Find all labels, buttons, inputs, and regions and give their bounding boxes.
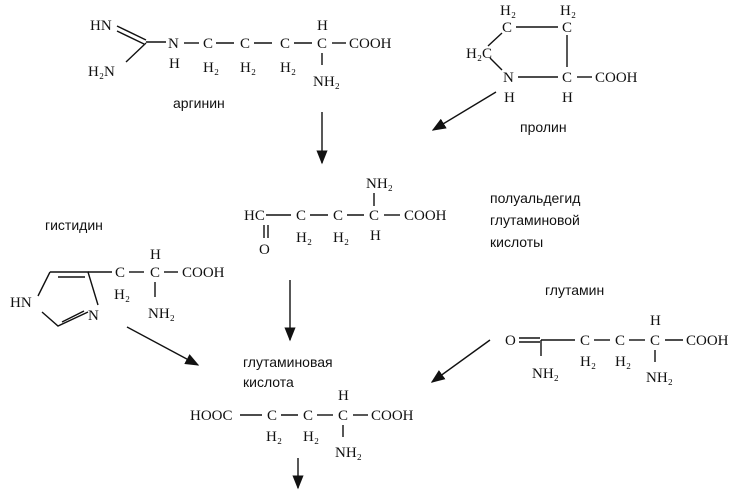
atom: H₂	[500, 3, 516, 19]
atom: N	[88, 308, 99, 324]
atom: C	[280, 36, 290, 52]
glutamine-structure: глутамин O NH₂ C H₂ C H₂ C H NH₂ COOH	[505, 282, 729, 386]
arginine-structure: HN H₂N N H C H₂ C H₂ C H₂ C H NH₂ COOH а…	[88, 18, 392, 111]
atom: H₂	[615, 354, 631, 370]
atom: N	[503, 70, 514, 86]
label-histidine: гистидин	[45, 217, 103, 233]
atom: COOH	[182, 265, 225, 281]
label-semialdehyde: кислоты	[490, 234, 543, 250]
atom: C	[333, 208, 343, 224]
atom: C	[650, 333, 660, 349]
atom: C	[615, 333, 625, 349]
atom: H	[370, 228, 381, 244]
label-glutamine: глутамин	[545, 282, 604, 298]
atom: H₂	[333, 230, 349, 246]
atom: COOH	[349, 36, 392, 52]
atom: HN	[10, 295, 32, 311]
atom: NH₂	[532, 366, 559, 382]
atom: NH₂	[366, 176, 393, 192]
atom: C	[303, 408, 313, 424]
atom: O	[505, 333, 516, 349]
label-glutamic-acid: глутаминовая	[243, 354, 333, 370]
atom: C	[562, 20, 572, 36]
atom: C	[150, 265, 160, 281]
atom: H₂	[560, 3, 576, 19]
atom: C	[317, 36, 327, 52]
atom: NH₂	[646, 370, 673, 386]
atom: C	[369, 208, 379, 224]
atom: H₂	[114, 287, 130, 303]
atom: NH₂	[148, 306, 175, 322]
label-semialdehyde: глутаминовой	[490, 212, 580, 228]
atom: H₂	[303, 429, 319, 445]
atom: C	[338, 408, 348, 424]
proline-structure: H₂ C H₂ C H₂C N H C H COOH пролин	[466, 3, 638, 135]
atom: C	[203, 36, 213, 52]
atom: NH₂	[313, 74, 340, 90]
atom: C	[296, 208, 306, 224]
atom: HOOC	[190, 408, 233, 424]
label-semialdehyde: полуальдегид	[490, 190, 580, 206]
atom: H₂	[203, 60, 219, 76]
atom: C	[267, 408, 277, 424]
atom: H₂	[266, 429, 282, 445]
atom: H	[169, 56, 180, 72]
atom: H₂	[296, 230, 312, 246]
atom: C	[240, 36, 250, 52]
atom: C	[562, 70, 572, 86]
histidine-structure: гистидин HN N C H₂ C H NH₂ COOH	[10, 217, 225, 327]
atom: C	[580, 333, 590, 349]
atom: HC	[244, 208, 265, 224]
atom: N	[168, 36, 179, 52]
atom: H	[338, 388, 349, 404]
atom: H	[317, 18, 328, 34]
atom: C	[502, 20, 512, 36]
label-glutamic-acid: кислота	[243, 374, 294, 390]
atom: COOH	[371, 408, 414, 424]
atom: COOH	[404, 208, 447, 224]
atom: H	[150, 247, 161, 263]
atom: O	[259, 242, 270, 258]
atom: HN	[90, 18, 112, 34]
glutamic-acid-structure: глутаминовая кислота HOOC C H₂ C H₂ C H …	[190, 354, 414, 461]
atom: H₂N	[88, 64, 115, 80]
atom: H	[504, 90, 515, 106]
atom: H₂C	[466, 46, 492, 62]
atom: COOH	[595, 70, 638, 86]
atom: H₂	[580, 354, 596, 370]
atom: H	[650, 313, 661, 329]
atom: H	[562, 90, 573, 106]
atom: H₂	[280, 60, 296, 76]
label-arginine: аргинин	[173, 95, 225, 111]
atom: H₂	[240, 60, 256, 76]
label-proline: пролин	[520, 119, 567, 135]
glutamic-semialdehyde-structure: HC O C H₂ C H₂ C H NH₂ COOH полуальдегид…	[244, 176, 580, 258]
atom: NH₂	[335, 445, 362, 461]
atom: C	[115, 265, 125, 281]
atom: COOH	[686, 333, 729, 349]
